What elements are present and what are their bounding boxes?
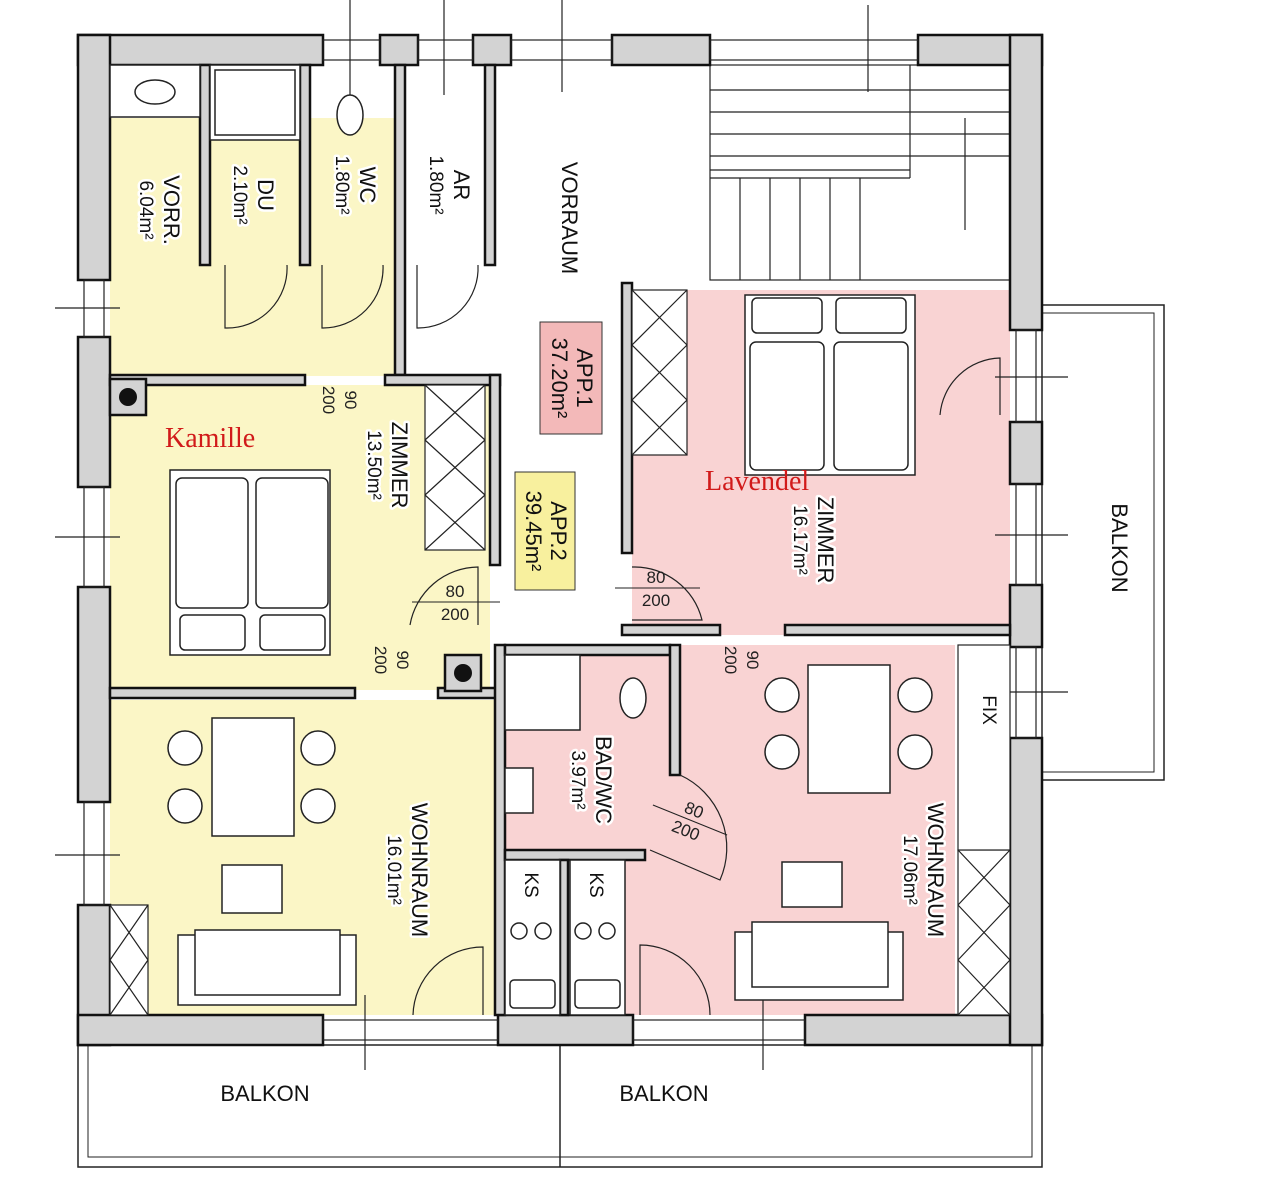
room-label-wohnraum-left: WOHNRAUM 16.01m² [381,800,435,939]
door-swings [224,264,1001,1016]
svg-text:ZIMMER: ZIMMER [813,497,838,584]
room-label-wc: WC 1.80m² [329,153,383,217]
app1-title: APP.1 [572,348,597,408]
svg-text:WC: WC [355,167,380,204]
room-label-balkon-bottom-left: BALKON [220,1081,309,1106]
room-label-zimmer-left: ZIMMER 13.50m² [361,419,415,511]
double-bed-right [744,294,916,476]
svg-text:90: 90 [341,391,360,410]
room-label-du: DU 2.10m² [227,163,281,227]
balcony-right [1041,304,1165,781]
svg-text:90: 90 [393,651,412,670]
room-label-ar: AR 1.80m² [423,153,477,217]
walls [76,33,1044,1047]
svg-text:200: 200 [319,386,338,414]
svg-text:BAD/WC: BAD/WC [591,736,616,824]
room-label-zimmer-right: ZIMMER 16.17m² [787,494,841,586]
room-label-bad-wc: BAD/WC 3.97m² [565,734,619,827]
room-label-balkon-bottom-right: BALKON [619,1081,708,1106]
staircase [709,64,1011,281]
svg-text:16.01m²: 16.01m² [383,835,404,905]
svg-text:13.50m²: 13.50m² [363,430,384,500]
svg-text:200: 200 [721,646,740,674]
dining-table-right [734,664,933,1001]
room-label-ks-right: KS [583,870,609,900]
svg-text:KS: KS [520,872,541,897]
svg-text:WOHNRAUM: WOHNRAUM [923,803,948,937]
svg-text:FIX: FIX [978,695,999,725]
svg-text:3.97m²: 3.97m² [567,750,588,809]
wardrobes [109,289,1011,1016]
door-dimension: 90 200 [319,386,360,414]
svg-text:ZIMMER: ZIMMER [387,422,412,509]
app2-badge: APP.2 39.45m² [514,471,576,591]
room-name-kamille: Kamille [165,423,255,454]
app1-badge: APP.1 37.20m² [539,321,603,435]
door-dimension: 90 200 [371,646,412,674]
svg-text:VORRAUM: VORRAUM [557,162,582,274]
room-label-ks-left: KS [518,870,544,900]
chimney-icon [119,388,472,682]
svg-text:200: 200 [642,591,670,610]
svg-text:KS: KS [585,872,606,897]
svg-text:16.17m²: 16.17m² [789,505,810,575]
double-bed-left [169,469,331,656]
svg-text:6.04m²: 6.04m² [135,180,156,239]
svg-text:90: 90 [743,651,762,670]
app2-title: APP.2 [546,501,571,561]
bathroom-fixtures [109,64,647,814]
svg-text:1.80m²: 1.80m² [331,155,352,214]
svg-text:200: 200 [441,605,469,624]
windows [55,0,1068,1070]
svg-text:BALKON: BALKON [1107,503,1132,592]
app1-area: 37.20m² [547,338,572,419]
svg-text:1.80m²: 1.80m² [425,155,446,214]
door-dimension: 80 200 [615,568,700,610]
door-dimension: 90 200 [721,646,762,674]
svg-text:DU: DU [253,179,278,211]
dining-table-left [167,717,357,1006]
room-label-balkon-right: BALKON [1105,501,1135,595]
svg-text:17.06m²: 17.06m² [899,835,920,905]
room-label-vorraum: VORRAUM [555,159,585,276]
app2-area: 39.45m² [521,491,546,572]
balcony-bottom [77,1044,1043,1168]
svg-text:VORR.: VORR. [159,175,184,245]
room-label-vorr: VORR. 6.04m² [133,173,187,248]
svg-text:80: 80 [647,568,666,587]
svg-text:200: 200 [371,646,390,674]
door-dimension: 80 200 [412,582,500,624]
room-label-fix: FIX [976,693,1002,728]
room-label-wohnraum-right: WOHNRAUM 17.06m² [897,800,951,939]
room-name-lavendel: Lavendel [705,466,809,497]
svg-text:80: 80 [446,582,465,601]
svg-text:2.10m²: 2.10m² [229,165,250,224]
kitchenettes [504,859,626,1016]
svg-text:WOHNRAUM: WOHNRAUM [407,803,432,937]
svg-text:AR: AR [449,170,474,201]
